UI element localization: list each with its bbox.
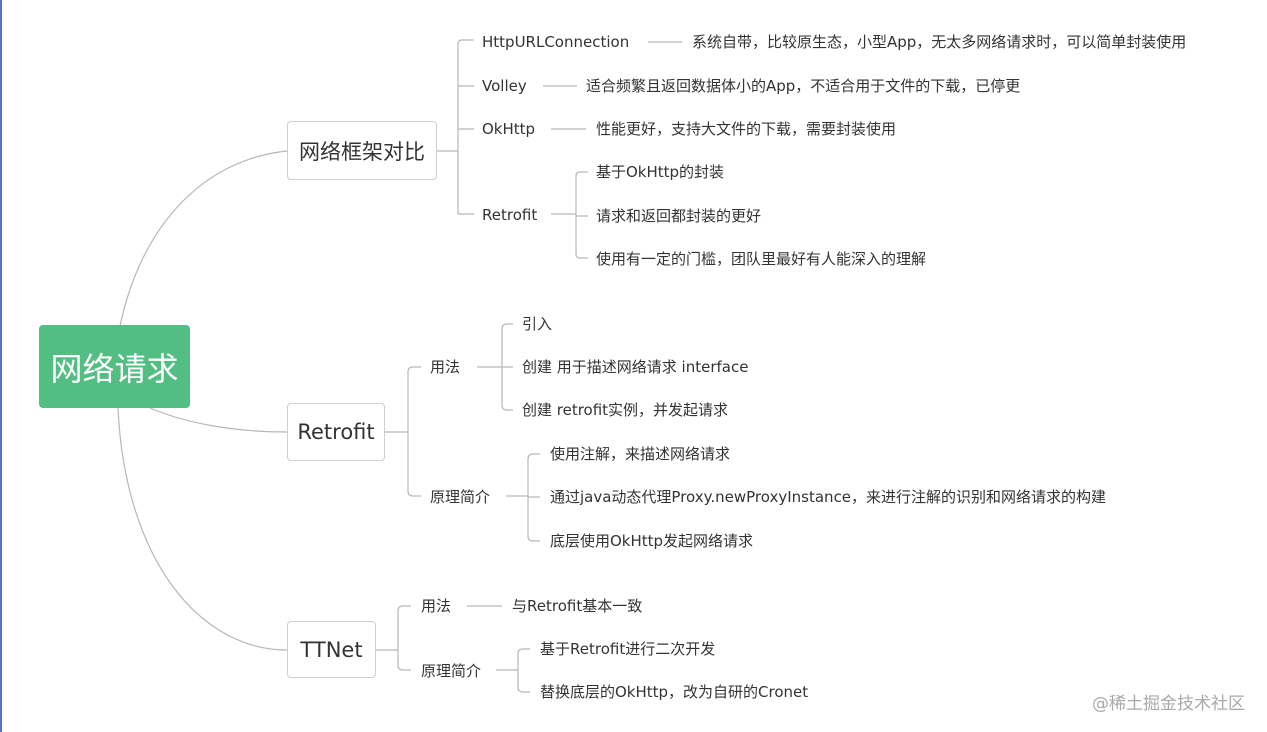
topic-okhttp[interactable]: OkHttp bbox=[482, 120, 536, 138]
connector-root-branch-3 bbox=[117, 407, 288, 651]
ttnet-principle-item[interactable]: 基于Retrofit进行二次开发 bbox=[540, 640, 716, 658]
topic-ttnet-principle[interactable]: 原理简介 bbox=[421, 662, 482, 680]
usage-item[interactable]: 创建 用于描述网络请求 interface bbox=[522, 358, 749, 376]
window-edge bbox=[0, 0, 2, 732]
connector-root-branch-2 bbox=[149, 407, 288, 433]
topic-retrofit-usage[interactable]: 用法 bbox=[430, 358, 461, 376]
usage-item[interactable]: 创建 retrofit实例，并发起请求 bbox=[522, 401, 729, 419]
connector-b3-principle bbox=[496, 648, 530, 693]
connector-b1-stem bbox=[437, 44, 459, 214]
branch-ttnet[interactable]: TTNet bbox=[287, 621, 376, 678]
principle-item[interactable]: 通过java动态代理Proxy.newProxyInstance，来进行注解的识… bbox=[550, 488, 1107, 506]
usage-item[interactable]: 引入 bbox=[522, 315, 553, 333]
note-okhttp[interactable]: 性能更好，支持大文件的下载，需要封装使用 bbox=[596, 120, 897, 138]
topic-retrofit-principle[interactable]: 原理简介 bbox=[430, 488, 491, 506]
connector-b3-stem bbox=[376, 605, 411, 671]
branch-retrofit[interactable]: Retrofit bbox=[287, 403, 385, 461]
connector-b1-notes bbox=[543, 41, 682, 130]
retrofit-item[interactable]: 基于OkHttp的封装 bbox=[596, 163, 725, 181]
retrofit-item[interactable]: 请求和返回都封装的更好 bbox=[596, 207, 762, 225]
connector-b1-retrofit-items bbox=[551, 171, 588, 259]
ttnet-principle-item[interactable]: 替换底层的OkHttp，改为自研的Cronet bbox=[540, 683, 809, 701]
principle-item[interactable]: 底层使用OkHttp发起网络请求 bbox=[550, 532, 754, 550]
topic-ttnet-usage[interactable]: 用法 bbox=[421, 597, 452, 615]
retrofit-item[interactable]: 使用有一定的门槛，团队里最好有人能深入的理解 bbox=[596, 250, 927, 268]
note-volley[interactable]: 适合频繁且返回数据体小的App，不适合用于文件的下载，已停更 bbox=[586, 77, 1021, 95]
topic-volley[interactable]: Volley bbox=[482, 77, 527, 95]
connector-root-branch-1 bbox=[119, 150, 288, 327]
note-httpurlconnection[interactable]: 系统自带，比较原生态，小型App，无太多网络请求时，可以简单封装使用 bbox=[692, 33, 1187, 51]
connector-b2-usage bbox=[477, 323, 513, 411]
topic-retrofit[interactable]: Retrofit bbox=[482, 206, 538, 224]
branch-network-framework-comparison[interactable]: 网络框架对比 bbox=[287, 121, 437, 180]
topic-httpurlconnection[interactable]: HttpURLConnection bbox=[482, 33, 630, 51]
watermark: @稀土掘金技术社区 bbox=[1092, 694, 1245, 714]
connector-b2-stem bbox=[385, 366, 421, 497]
note-ttnet-usage[interactable]: 与Retrofit基本一致 bbox=[512, 597, 643, 615]
root-node[interactable]: 网络请求 bbox=[39, 325, 190, 408]
connector-b1-ticks bbox=[457, 39, 474, 215]
principle-item[interactable]: 使用注解，来描述网络请求 bbox=[550, 445, 731, 463]
connector-b2-principle bbox=[506, 453, 540, 542]
